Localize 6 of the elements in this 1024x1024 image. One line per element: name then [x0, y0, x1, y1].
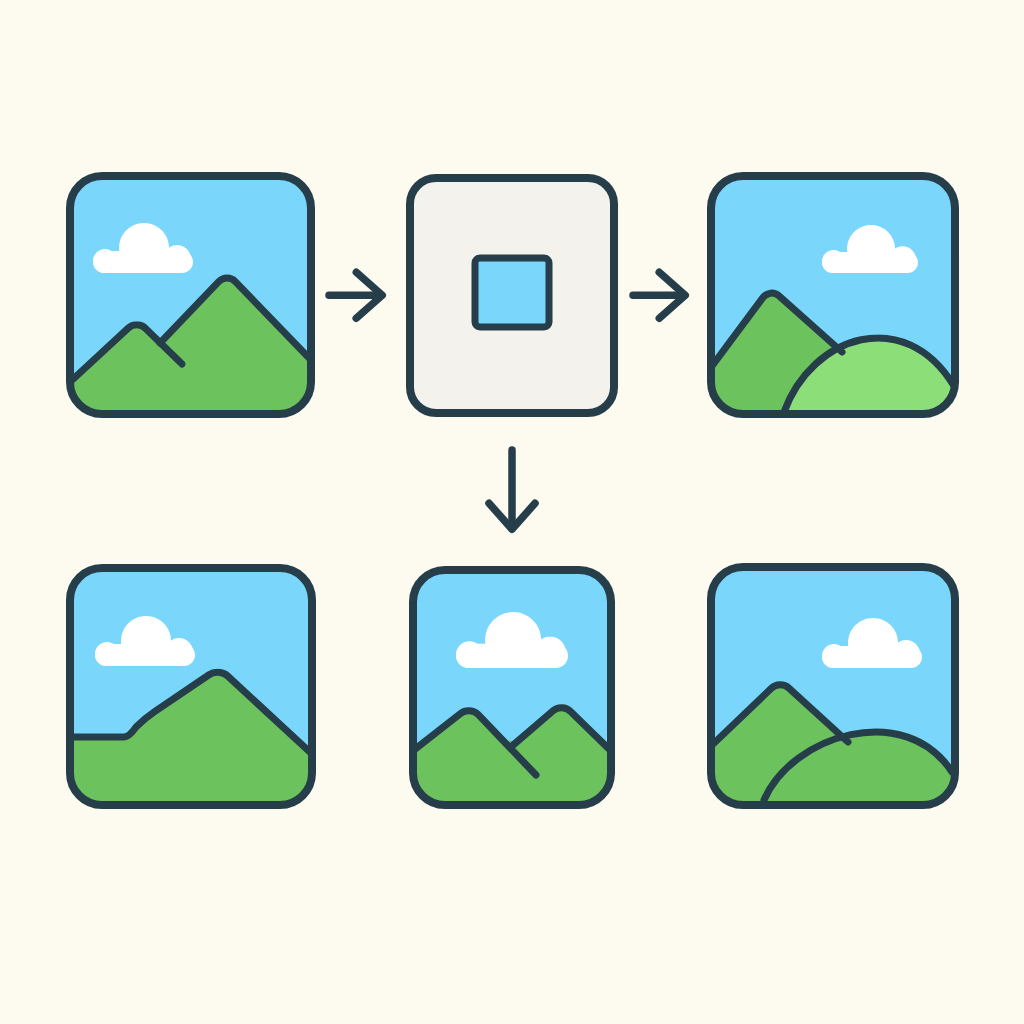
- landscape-picture: [66, 564, 316, 809]
- placeholder-box: [406, 174, 618, 417]
- landscape-picture: [66, 172, 315, 418]
- landscape-picture: [707, 563, 959, 809]
- landscape-picture: [707, 172, 959, 418]
- landscape-picture: [409, 566, 615, 809]
